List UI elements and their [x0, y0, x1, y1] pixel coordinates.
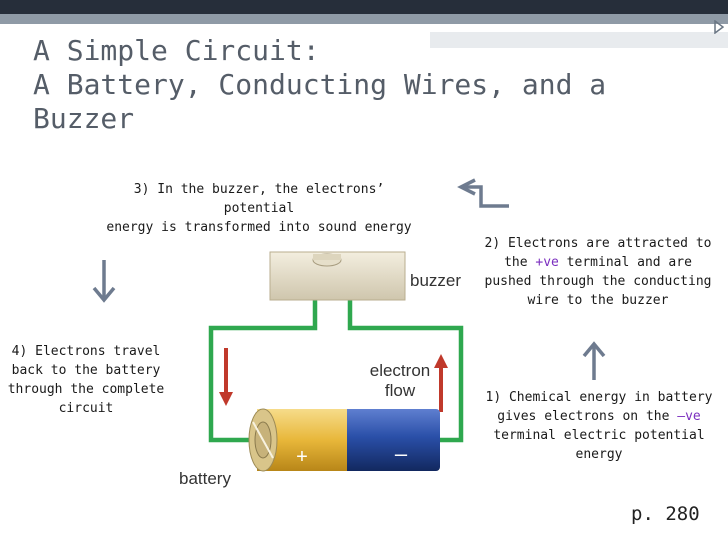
- battery: [248, 408, 440, 472]
- step-1-note: 1) Chemical energy in battery gives elec…: [484, 388, 714, 464]
- step-2-text-b: terminal and are pushed through the cond…: [484, 255, 712, 308]
- title-line-2: A Battery, Conducting Wires, and a: [33, 68, 607, 101]
- step-3-to-4-arrow-icon: [457, 178, 509, 208]
- corner-triangle-icon: [714, 20, 724, 34]
- step-3-line-2: energy is transformed into sound energy: [106, 220, 412, 235]
- step-4-note: 4) Electrons travel back to the battery …: [7, 344, 165, 416]
- battery-plus-sign: +: [296, 446, 308, 468]
- step-2-note: 2) Electrons are attracted to the +ve te…: [484, 234, 712, 310]
- positive-terminal-term: +ve: [535, 255, 559, 270]
- title-line-3: Buzzer: [33, 102, 135, 135]
- slide-header-stripe: [0, 14, 728, 24]
- step-1-text-a: 1) Chemical energy in battery gives elec…: [485, 390, 713, 424]
- battery-minus-sign: –: [395, 441, 408, 466]
- step-3-note: 3) In the buzzer, the electrons’ potenti…: [98, 180, 420, 237]
- page-number: p. 280: [631, 503, 700, 525]
- step-3-line-1: 3) In the buzzer, the electrons’ potenti…: [133, 182, 385, 216]
- buzzer-device: [269, 251, 406, 301]
- slide-title: A Simple Circuit: A Battery, Conducting …: [33, 34, 606, 136]
- flow-down-arrow-icon: [219, 348, 233, 406]
- flow-up-arrow-icon: [434, 354, 448, 412]
- step-1-to-2-arrow-icon: [582, 341, 606, 380]
- electron-flow-label-line-2: flow: [385, 381, 416, 400]
- buzzer-label: buzzer: [410, 271, 461, 290]
- wire-right: [347, 296, 464, 443]
- battery-label: battery: [179, 469, 231, 488]
- negative-terminal-term: –ve: [677, 409, 701, 424]
- step-2-text-a: 2) Electrons are attracted to the: [484, 236, 712, 270]
- slide-header-tab: [430, 32, 728, 48]
- circuit-diagram: buzzer electron flow + – battery: [165, 236, 480, 503]
- wire-left: [208, 296, 318, 443]
- step-1-text-b: terminal electric potential energy: [493, 428, 705, 462]
- electron-flow-label-line-1: electron: [370, 361, 430, 380]
- title-line-1: A Simple Circuit:: [33, 34, 320, 67]
- step-4-down-arrow-icon: [92, 260, 116, 303]
- slide-header-bar: [0, 0, 728, 14]
